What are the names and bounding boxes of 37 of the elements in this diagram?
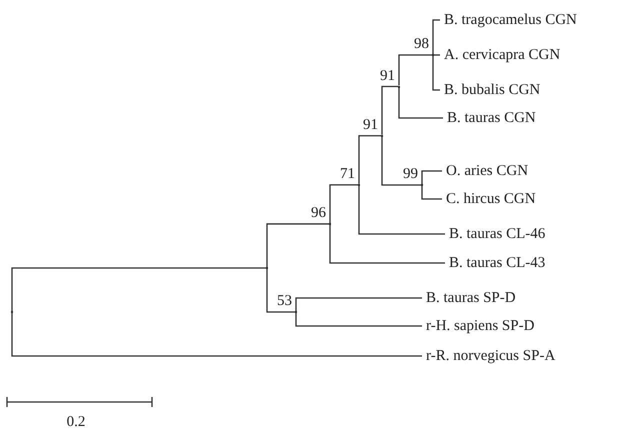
bootstrap-value: 91 — [380, 68, 395, 84]
tree-branch — [421, 186, 442, 200]
taxon-label: B. bubalis CGN — [440, 80, 540, 100]
tree-branch — [295, 313, 422, 327]
tree-branch — [295, 297, 422, 311]
taxon-label: A. cervicapra CGN — [440, 45, 560, 65]
taxon-label: B. tauras CL-46 — [445, 224, 546, 244]
bootstrap-value: 99 — [403, 166, 418, 182]
tree-branch — [329, 224, 445, 264]
taxon-label: O. aries CGN — [442, 161, 528, 181]
tree-branch — [432, 56, 440, 91]
tree-branch — [432, 19, 440, 54]
tree-branch — [381, 136, 421, 186]
tree-branch — [329, 184, 358, 223]
tree-branch — [398, 54, 432, 86]
taxon-label: r-H. sapiens SP-D — [422, 316, 534, 336]
tree-branch — [266, 268, 295, 313]
taxon-label: B. tauras SP-D — [422, 288, 516, 308]
tree-branch — [11, 312, 422, 357]
tree-branch — [398, 88, 443, 119]
bootstrap-value: 91 — [363, 116, 378, 133]
scale-value: 0.2 — [66, 414, 86, 430]
taxon-label: B. tauras CL-43 — [445, 253, 546, 273]
bootstrap-value: 98 — [414, 36, 429, 52]
tree-branch — [266, 223, 329, 267]
bootstrap-value: 71 — [340, 166, 355, 182]
taxon-label: B. tauras CGN — [443, 108, 536, 128]
tree-branch — [358, 135, 381, 184]
tree-branch — [381, 86, 398, 135]
bootstrap-value: 96 — [311, 204, 326, 221]
taxon-label: B. tragocamelus CGN — [440, 10, 577, 30]
tree-branch — [421, 170, 442, 184]
bootstrap-value: 53 — [277, 293, 292, 309]
tree-branch — [11, 267, 266, 311]
taxon-label: r-R. norvegicus SP-A — [422, 346, 556, 366]
tree-branch — [358, 186, 445, 235]
taxon-label: C. hircus CGN — [442, 189, 536, 209]
